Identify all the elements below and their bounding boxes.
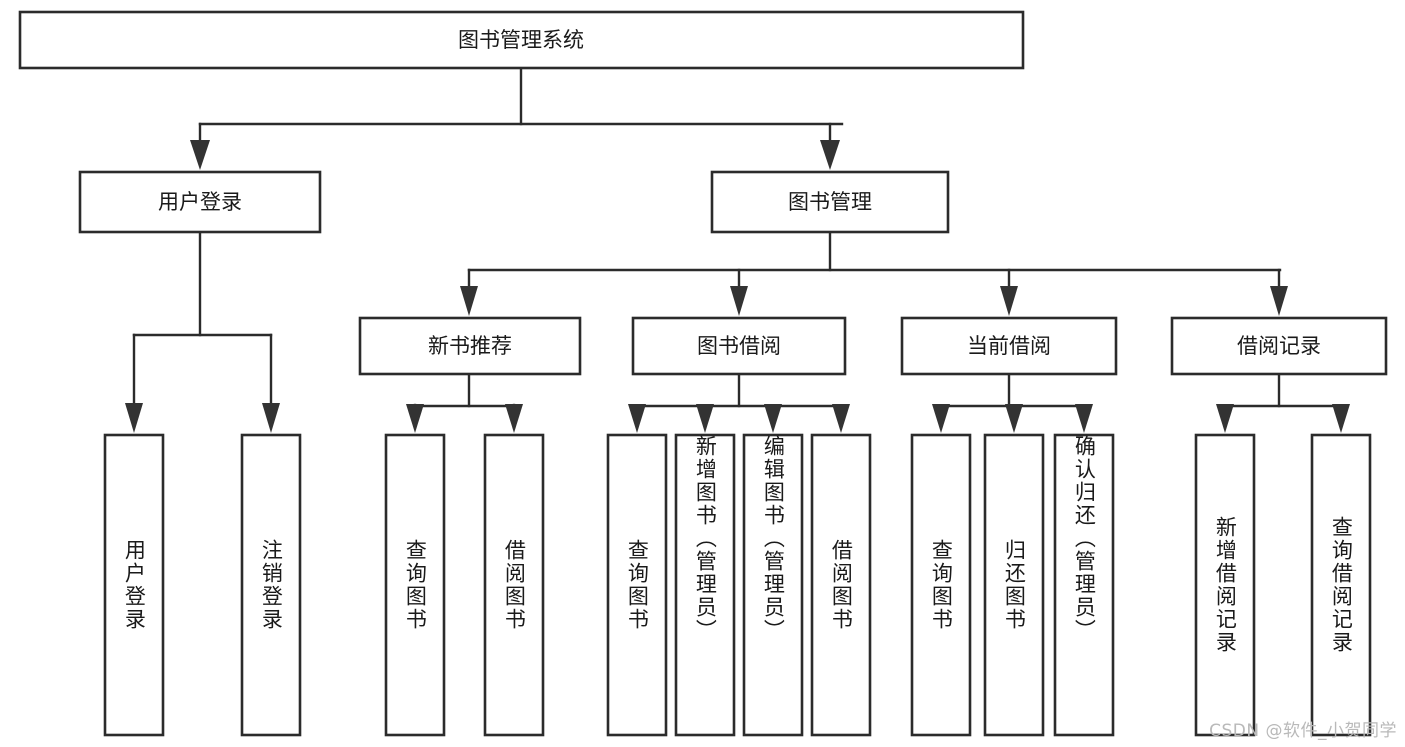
- node-user-login[interactable]: 用户登录: [78, 170, 322, 234]
- node-root[interactable]: 图书管理系统: [18, 10, 1025, 70]
- arrow-head-leaf-query-borrow-record: [1332, 404, 1350, 433]
- node-leaf-confirm-return-admin-box[interactable]: [1053, 433, 1115, 737]
- connectors-layer: [125, 66, 1350, 433]
- arrow-head-leaf-borrow-book: [832, 404, 850, 433]
- node-leaf-edit-book-admin-box[interactable]: [742, 433, 804, 737]
- arrow-head-leaf-query-book-current: [932, 404, 950, 433]
- arrow-head-leaf-add-book-admin: [696, 404, 714, 433]
- node-root-box[interactable]: [18, 10, 1025, 70]
- arrow-head-leaf-return-book: [1005, 404, 1023, 433]
- node-new-book-recommend[interactable]: 新书推荐: [358, 316, 582, 376]
- node-current-borrow-box[interactable]: [900, 316, 1118, 376]
- arrow-head-user-login: [190, 140, 210, 170]
- node-new-book-recommend-label: 新书推荐: [428, 334, 512, 358]
- arrow-head-leaf-borrow-book-recommend: [505, 404, 523, 433]
- arrow-head-book-borrow: [730, 286, 748, 316]
- arrow-head-leaf-user-login: [125, 403, 143, 433]
- node-current-borrow-label: 当前借阅: [967, 334, 1051, 358]
- arrow-head-leaf-add-borrow-record: [1216, 404, 1234, 433]
- node-leaf-user-login-box[interactable]: [103, 433, 165, 737]
- node-leaf-query-book-borrow-box[interactable]: [606, 433, 668, 737]
- node-borrow-record-label: 借阅记录: [1237, 334, 1321, 358]
- arrow-head-new-book-recommend: [460, 286, 478, 316]
- arrow-head-leaf-query-book-borrow: [628, 404, 646, 433]
- arrow-head-current-borrow: [1000, 286, 1018, 316]
- node-book-manage-box[interactable]: [710, 170, 950, 234]
- node-leaf-borrow-book-box[interactable]: [810, 433, 872, 737]
- node-new-book-recommend-box[interactable]: [358, 316, 582, 376]
- node-current-borrow[interactable]: 当前借阅: [900, 316, 1118, 376]
- arrow-head-book-manage: [820, 140, 840, 170]
- node-leaf-query-borrow-record-box[interactable]: [1310, 433, 1372, 737]
- node-leaf-query-book-current-box[interactable]: [910, 433, 972, 737]
- node-borrow-record[interactable]: 借阅记录: [1170, 316, 1388, 376]
- node-leaf-logout-box[interactable]: [240, 433, 302, 737]
- node-user-login-box[interactable]: [78, 170, 322, 234]
- node-leaf-add-borrow-record-box[interactable]: [1194, 433, 1256, 737]
- node-user-login-label: 用户登录: [158, 190, 242, 214]
- node-leaf-add-book-admin-box[interactable]: [674, 433, 736, 737]
- arrow-head-leaf-logout: [262, 403, 280, 433]
- node-book-manage[interactable]: 图书管理: [710, 170, 950, 234]
- node-leaf-query-book-recommend-box[interactable]: [384, 433, 446, 737]
- arrow-head-leaf-edit-book-admin: [764, 404, 782, 433]
- node-leaf-return-book-box[interactable]: [983, 433, 1045, 737]
- node-borrow-record-box[interactable]: [1170, 316, 1388, 376]
- nodes-layer: 图书管理系统 用户登录 图书管理 新书推荐 图书借阅 当前: [18, 10, 1388, 737]
- arrow-head-leaf-query-book-recommend: [406, 404, 424, 433]
- arrow-head-leaf-confirm-return-admin: [1075, 404, 1093, 433]
- arrow-head-borrow-record: [1270, 286, 1288, 316]
- node-book-borrow-box[interactable]: [631, 316, 847, 376]
- node-book-borrow-label: 图书借阅: [697, 334, 781, 358]
- node-book-manage-label: 图书管理: [788, 190, 872, 214]
- node-leaf-borrow-book-recommend-box[interactable]: [483, 433, 545, 737]
- node-root-label: 图书管理系统: [458, 28, 584, 52]
- csdn-watermark: CSDN @软件_小贺同学: [1209, 721, 1397, 741]
- node-book-borrow[interactable]: 图书借阅: [631, 316, 847, 376]
